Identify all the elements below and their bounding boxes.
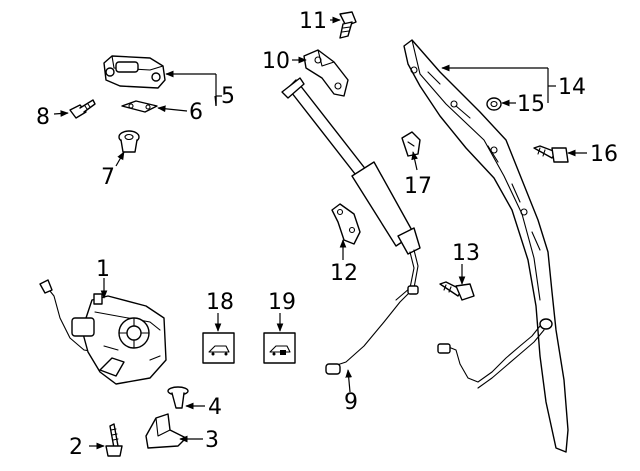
strut-part-9 bbox=[281, 77, 421, 375]
callout-14: 14 bbox=[558, 75, 586, 100]
clip-part-7 bbox=[118, 130, 140, 153]
bracket-part-3 bbox=[145, 413, 187, 449]
callout-2: 2 bbox=[69, 435, 83, 460]
callout-17: 17 bbox=[404, 174, 432, 199]
callout-10: 10 bbox=[262, 49, 290, 74]
bracket-part-5 bbox=[103, 55, 166, 89]
leader-lines bbox=[53, 16, 587, 450]
bolt-part-8 bbox=[69, 99, 96, 119]
clip-part-17 bbox=[401, 131, 421, 157]
callout-4: 4 bbox=[208, 395, 222, 420]
callout-7: 7 bbox=[101, 165, 115, 190]
bracket-part-10 bbox=[303, 49, 349, 97]
callout-11: 11 bbox=[299, 9, 327, 34]
actuator-part-1 bbox=[39, 279, 167, 385]
pin-part-4 bbox=[167, 386, 189, 409]
callout-9: 9 bbox=[344, 390, 358, 415]
callout-5: 5 bbox=[221, 84, 235, 109]
callout-15: 15 bbox=[517, 92, 545, 117]
bolt-part-13 bbox=[439, 281, 475, 301]
callout-3: 3 bbox=[205, 428, 219, 453]
callout-1: 1 bbox=[96, 257, 110, 282]
label-part-18 bbox=[202, 332, 235, 364]
gasket-part-6 bbox=[121, 100, 158, 113]
callout-8: 8 bbox=[36, 105, 50, 130]
callout-18: 18 bbox=[206, 290, 234, 315]
callout-6: 6 bbox=[189, 100, 203, 125]
bolt-part-11 bbox=[339, 11, 357, 39]
callout-16: 16 bbox=[590, 142, 618, 167]
bolt-part-2 bbox=[105, 423, 123, 457]
callout-13: 13 bbox=[452, 241, 480, 266]
bracket-part-12 bbox=[331, 203, 361, 245]
grommet-part-15 bbox=[486, 97, 502, 111]
rail-part-14 bbox=[403, 39, 569, 453]
callout-12: 12 bbox=[330, 261, 358, 286]
callout-19: 19 bbox=[268, 290, 296, 315]
bolt-part-16 bbox=[533, 145, 569, 163]
label-part-19 bbox=[263, 332, 296, 364]
